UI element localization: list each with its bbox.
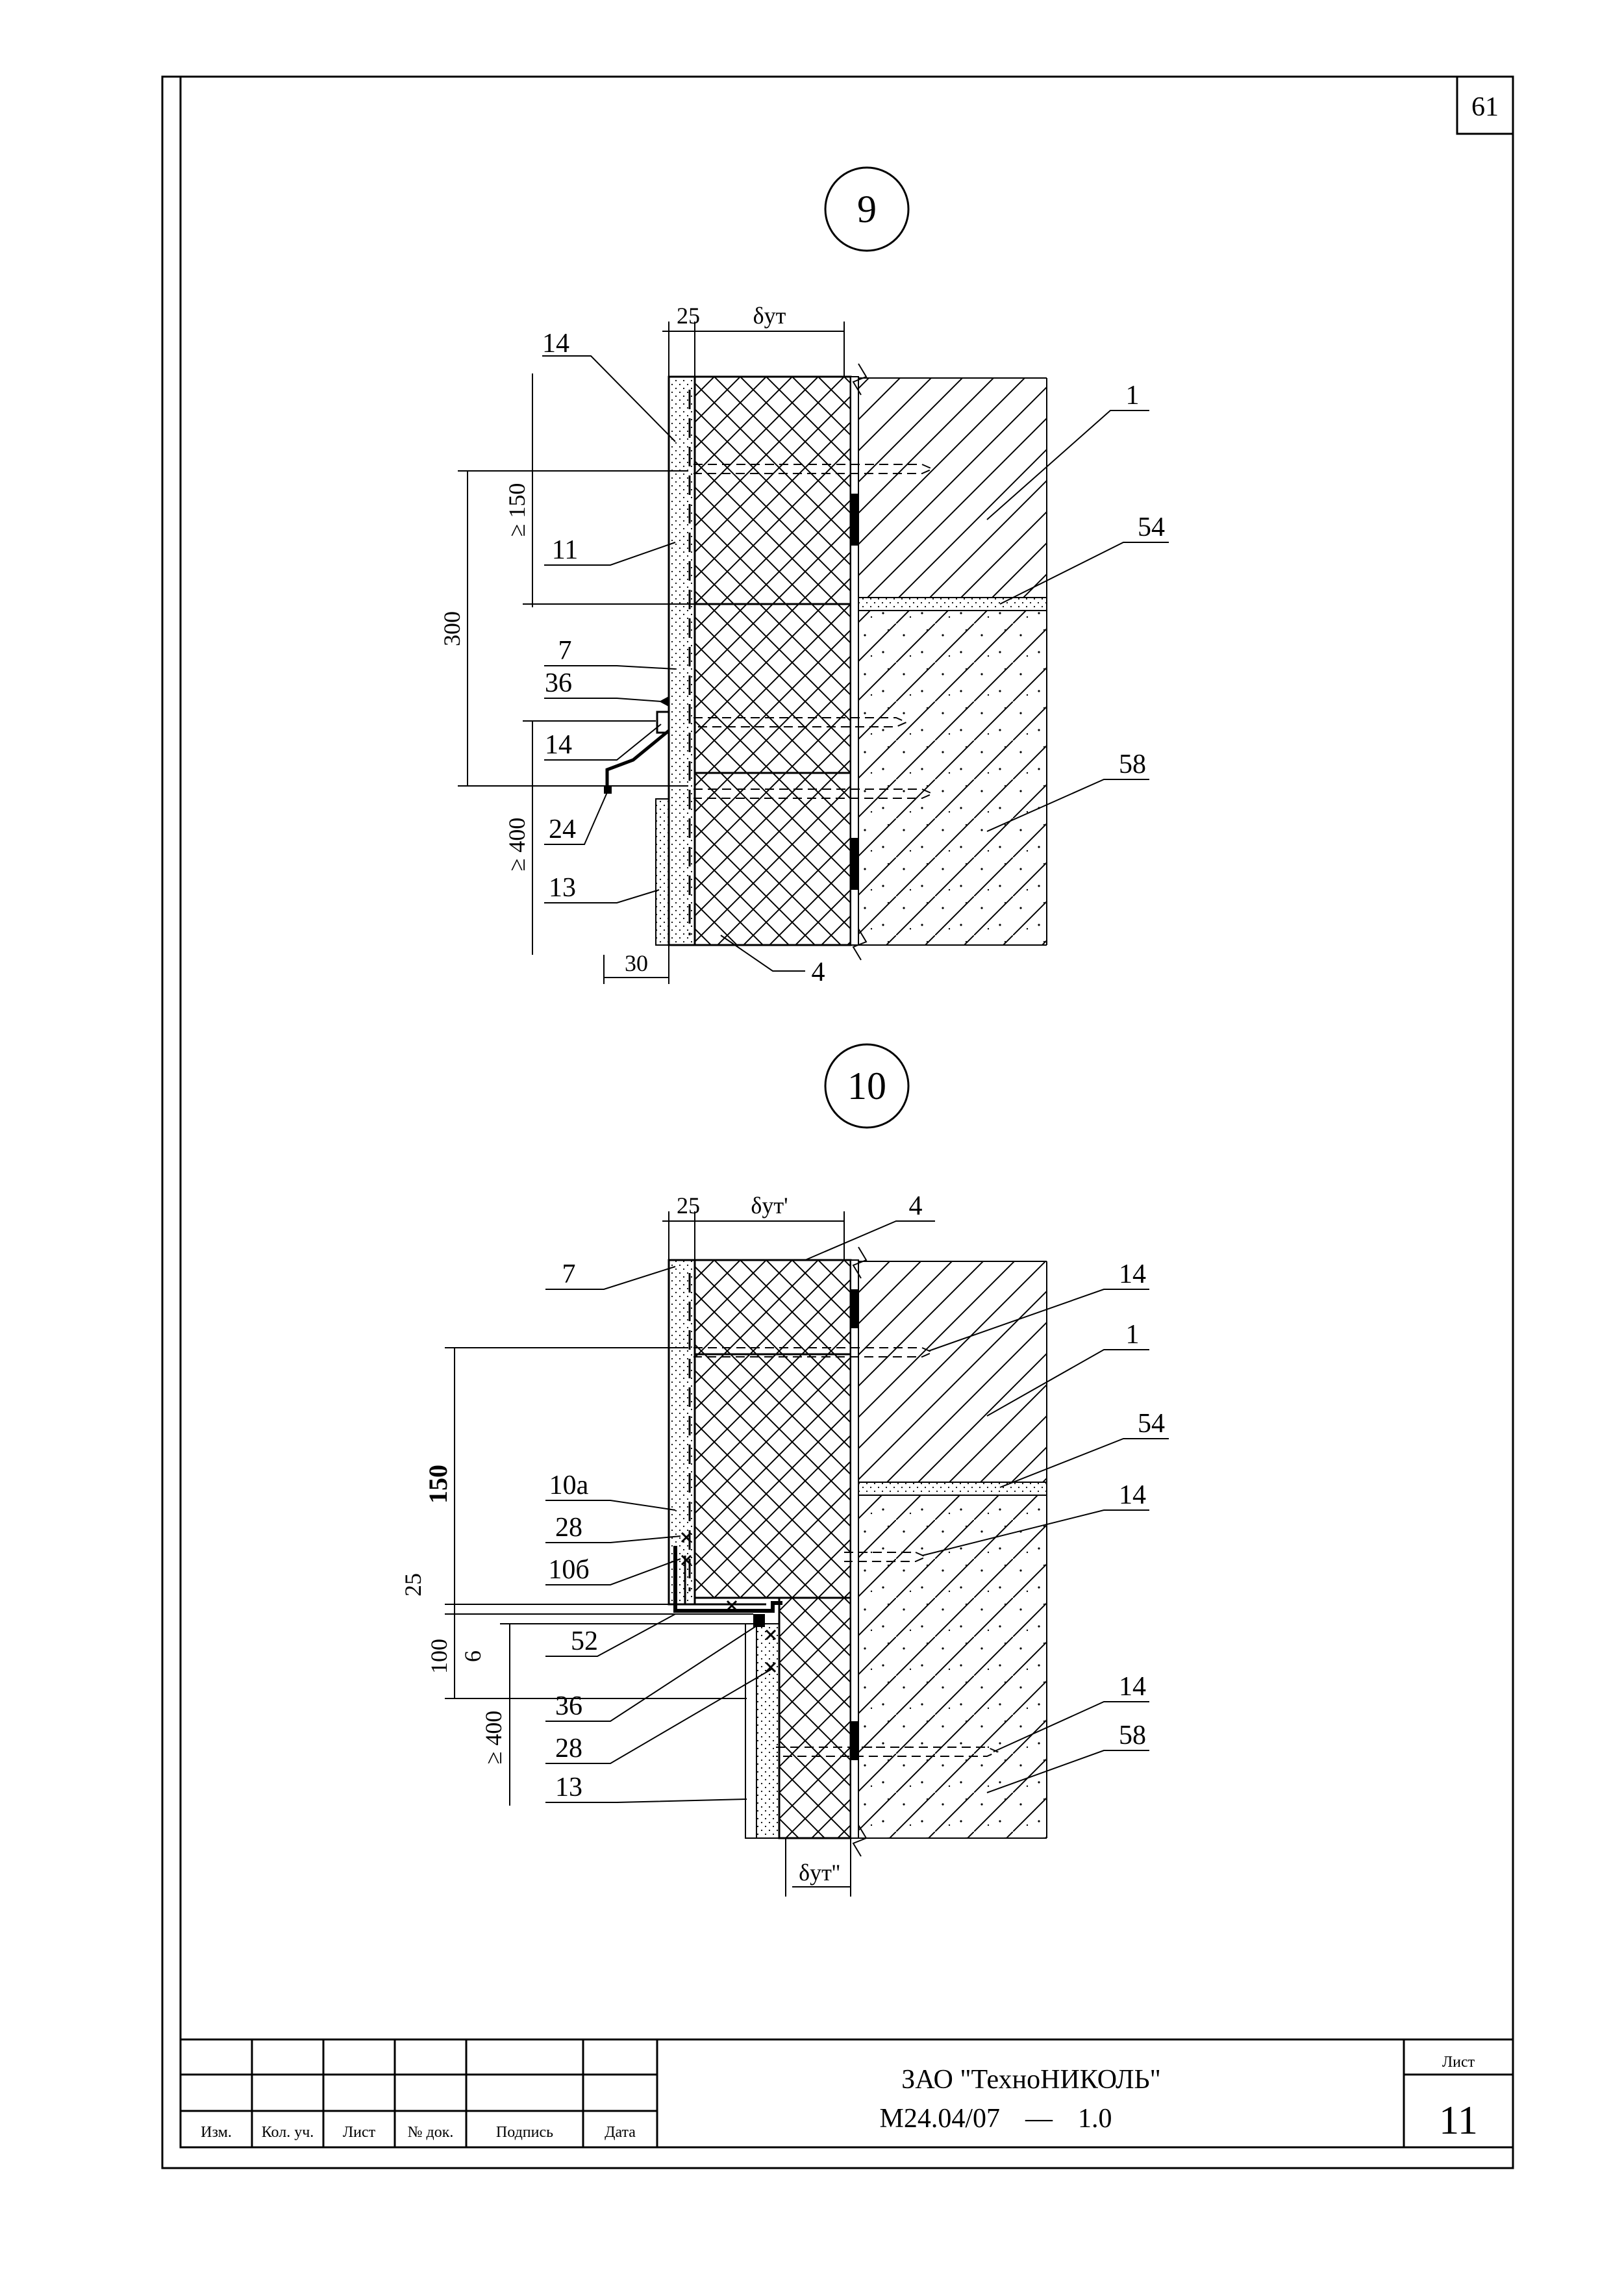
callout-14b: 14 [1119, 1480, 1146, 1510]
callout-1: 1 [1126, 1320, 1140, 1350]
break-symbol [852, 1246, 868, 1279]
transition-profile [673, 1546, 782, 1613]
callout-11: 11 [552, 535, 578, 565]
break-symbol [852, 928, 868, 961]
dim-100: 100 [426, 1639, 452, 1674]
detail-9-marker [824, 166, 910, 252]
concrete-slab [858, 1495, 1047, 1838]
doc-dash: — [1025, 2104, 1053, 2134]
callout-4: 4 [812, 957, 825, 987]
dim-insulation-upper: δут' [751, 1193, 788, 1218]
plaster-upper [668, 1259, 696, 1606]
detail-9-number: 9 [857, 188, 877, 231]
brick-wall [858, 1261, 1047, 1482]
tb-header-doc: № док. [408, 2124, 454, 2141]
tb-header-kol: Кол. уч. [262, 2124, 314, 2141]
plaster-lower [756, 1623, 780, 1839]
dim-6: 6 [460, 1650, 486, 1662]
break-symbol [852, 363, 868, 396]
tb-header-list: Лист [343, 2124, 376, 2141]
adhesive-dab [851, 1289, 858, 1328]
drip-edge [604, 786, 612, 794]
callout-10a: 10а [549, 1470, 589, 1500]
callout-1: 1 [1126, 381, 1140, 410]
callout-28: 28 [555, 1513, 582, 1543]
detail-9: 9 [439, 166, 1169, 987]
adhesive-dab [851, 1721, 858, 1760]
dim-30: 30 [625, 950, 648, 976]
callout-14b: 14 [545, 730, 572, 760]
callout-7: 7 [558, 636, 572, 666]
dim-150: 150 [423, 1465, 453, 1504]
callout-54: 54 [1138, 512, 1165, 542]
title-block [179, 2038, 1514, 2149]
mesh-corner [684, 1556, 766, 1606]
floor-slab-mortar [858, 597, 1047, 611]
anchor-cap [656, 711, 670, 734]
sheet-label: Лист [1442, 2054, 1475, 2071]
leaders [545, 1220, 1169, 1803]
dim-insulation: δут [753, 303, 786, 329]
detail-10: 10 [400, 1043, 1169, 1897]
concrete-slab [858, 611, 1047, 945]
brick-wall [858, 378, 1047, 598]
detail-10-number: 10 [847, 1065, 886, 1107]
doc-code: М24.04/07 [879, 2104, 1000, 2134]
callout-10b: 10б [548, 1555, 589, 1585]
page-number-box [1456, 75, 1514, 135]
callout-14: 14 [1119, 1259, 1146, 1289]
dim-insulation-lower: δут'' [799, 1860, 840, 1886]
detail-10-marker [824, 1043, 910, 1129]
sealant [753, 1614, 765, 1627]
dim-300: 300 [439, 611, 465, 646]
sealant [659, 696, 669, 707]
callout-7: 7 [562, 1259, 576, 1289]
anchors [693, 464, 934, 799]
callout-36: 36 [545, 668, 572, 698]
dim-400: ≥ 400 [481, 1711, 506, 1765]
dim-25: 25 [677, 303, 700, 329]
callout-58: 58 [1119, 1721, 1146, 1750]
tb-header-date: Дата [605, 2124, 636, 2141]
mesh-overlaps [681, 1532, 777, 1673]
tb-header-izm: Изм. [201, 2124, 232, 2141]
adhesive-dab [851, 494, 858, 546]
callout-28b: 28 [555, 1734, 582, 1763]
dim-25b: 25 [400, 1573, 426, 1597]
floor-slab-mortar [858, 1482, 1047, 1496]
callout-13: 13 [549, 873, 576, 903]
callout-14c: 14 [1119, 1672, 1146, 1702]
break-symbol [852, 1824, 868, 1857]
base-plinth [745, 1623, 757, 1839]
callout-52: 52 [571, 1626, 598, 1656]
insulation [693, 375, 852, 946]
callout-13: 13 [555, 1773, 582, 1802]
insulation-upper [693, 1259, 852, 1599]
doc-revision: 1.0 [1078, 2104, 1112, 2134]
dim-400: ≥ 400 [504, 818, 530, 872]
insulation-lower [778, 1597, 852, 1839]
drip-flashing [605, 729, 670, 789]
callout-54: 54 [1138, 1409, 1165, 1439]
adhesive-dab [851, 838, 858, 890]
leaders [542, 355, 1169, 972]
tb-header-sign: Подпись [496, 2124, 553, 2141]
dim-150: ≥ 150 [504, 483, 530, 537]
anchors [693, 1347, 999, 1757]
page-number: 61 [1471, 92, 1499, 122]
base-plinth [655, 798, 669, 946]
callout-14: 14 [542, 329, 569, 359]
callout-4: 4 [909, 1191, 923, 1221]
dimension-lines [458, 322, 845, 984]
callout-58: 58 [1119, 750, 1146, 779]
plaster-layer [668, 375, 696, 946]
callout-24: 24 [549, 814, 576, 844]
dim-25: 25 [677, 1193, 700, 1218]
dimension-lines [445, 1211, 851, 1897]
company-name: ЗАО "ТехноНИКОЛЬ" [901, 2065, 1161, 2095]
callout-36: 36 [555, 1691, 582, 1721]
sheet-number: 11 [1439, 2099, 1478, 2143]
